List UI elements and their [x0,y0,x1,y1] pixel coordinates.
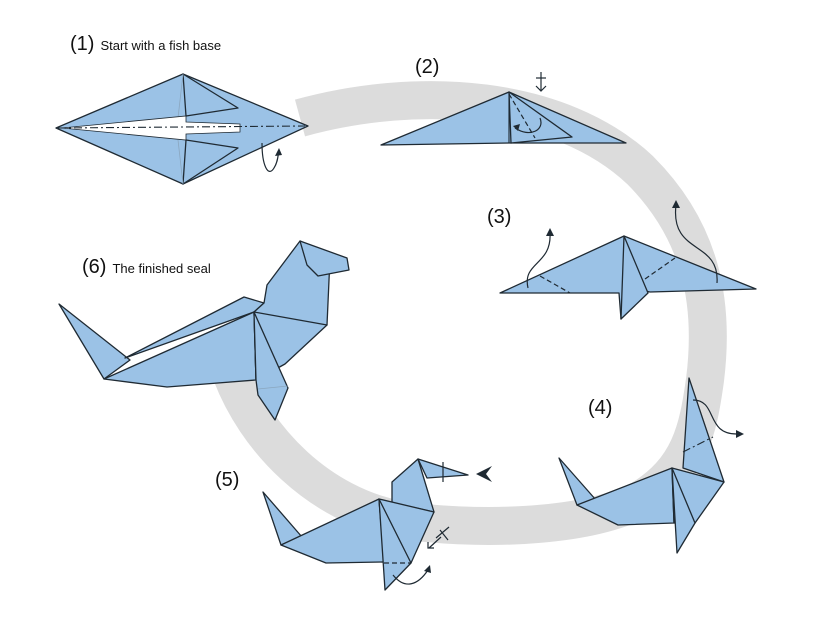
step-3-number: (3) [487,206,512,228]
step-1-caption: Start with a fish base [100,38,222,53]
step-6-number: (6) [82,256,107,278]
step-1-label: (1) Start with a fish base [70,33,221,56]
step-3-label: (3) [487,206,511,229]
step-4-number: (4) [588,397,613,419]
step-3 [499,200,757,320]
step-2-label: (2) [415,56,439,79]
step-2-number: (2) [415,56,440,78]
step-6-finished-seal [58,240,350,421]
step-4 [558,377,744,554]
step-6-label: (6) The finished seal [82,256,211,279]
step-1-fish-base [55,73,309,185]
step-5-number: (5) [215,469,240,491]
step-5 [262,458,492,591]
step-2 [380,72,627,146]
step-4-label: (4) [588,397,612,420]
step-6-caption: The finished seal [112,261,211,276]
step-5-label: (5) [215,469,239,492]
step-1-number: (1) [70,33,95,55]
